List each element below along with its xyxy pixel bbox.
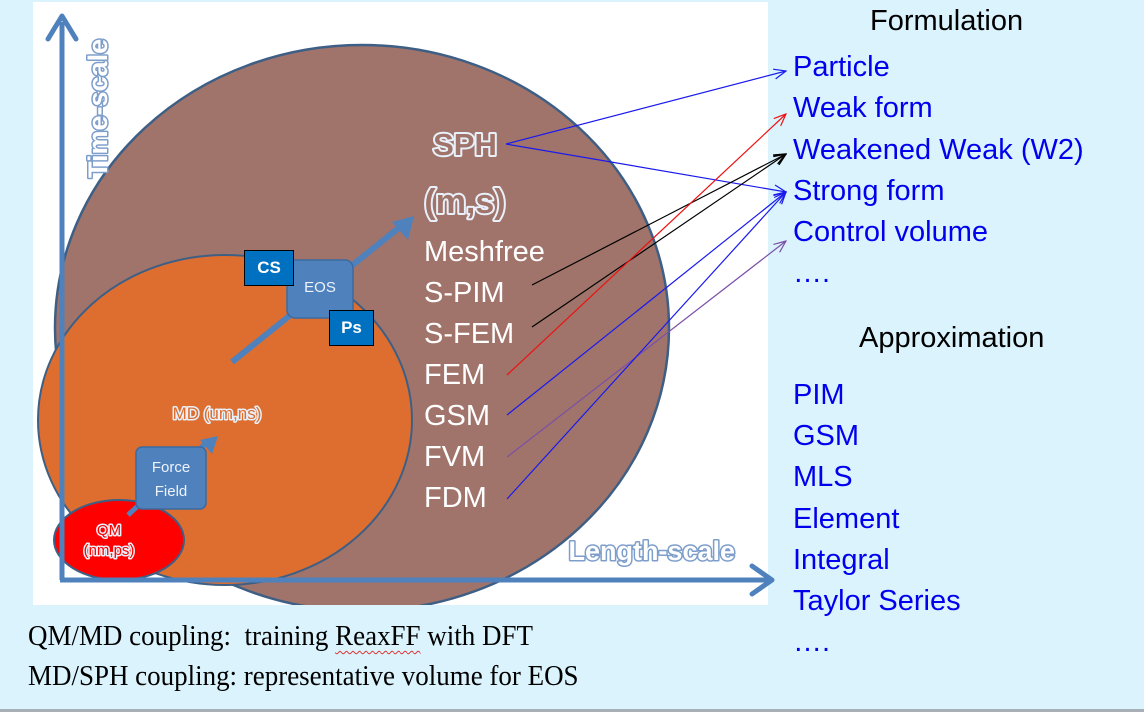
connector-sfem-weakened-weak [531,154,786,328]
cs-tag: CS [244,250,294,286]
formulation-item-strong-form: Strong form [793,174,945,207]
formulation-item-control-volume: Control volume [793,216,989,249]
approximation-item-taylor-series: Taylor Series [793,584,961,617]
connector-arrows [505,71,786,500]
time-axis-arrowhead [45,13,79,42]
method-s-pim: S-PIM [424,277,505,309]
ps-tag: Ps [329,310,374,346]
md-label: MD (um,ns) [173,404,262,423]
caption-reaxff-spellcheck: ReaxFF [335,620,421,652]
force-field-label-1: Force [152,459,190,476]
length-axis-arrowhead [749,563,775,597]
qm-label-2: (nm,ps) [84,542,135,559]
force-field-label-2: Field [155,483,188,500]
approximation-heading: Approximation [859,322,1045,354]
length-scale-axis-label: Length-scale [568,536,735,566]
method-fvm: FVM [424,441,486,473]
formulation-item-weak-form: Weak form [793,92,933,125]
caption-qm-md: QM/MD coupling: training ReaxFF with DFT [28,620,533,653]
approximation-list: PIM GSM MLS Element Integral Taylor Seri… [793,375,961,663]
qm-to-md-arrowhead [200,436,218,454]
sph-title: SPH [433,127,497,162]
formulation-item-particle: Particle [793,51,890,83]
caption-qm-md-prefix: QM/MD coupling: training [28,620,336,652]
approximation-item-gsm: GSM [793,420,860,453]
connector-fem-weak-form [506,114,786,376]
method-meshfree: Meshfree [424,236,545,268]
force-field-box [135,446,207,510]
qm-scale-circle [53,499,185,581]
method-fem: FEM [424,359,486,391]
formulation-item-ellipsis: …. [793,257,831,290]
connector-gsm-strong-form [506,192,786,416]
method-s-fem: S-FEM [424,318,515,350]
approximation-item-mls: MLS [793,461,853,494]
bottom-rule [0,709,1144,712]
approximation-item-ellipsis: …. [793,626,831,659]
approximation-item-pim: PIM [793,379,845,411]
eos-box [286,259,354,319]
sph-subtitle: (m,s) [424,183,505,221]
connector-sph-strong-form [505,143,786,192]
eos-label: EOS [304,279,336,296]
connector-fvm-control-volume [506,241,786,458]
method-fdm: FDM [424,482,487,514]
time-scale-axis-label: Time-scale [83,39,113,178]
formulation-item-weakened-weak: Weakened Weak (W2) [793,133,1084,166]
qm-label-1: QM [97,522,121,539]
method-gsm: GSM [424,400,491,432]
connector-fdm-strong-form [506,192,786,500]
md-to-sph-arrowhead [392,216,414,240]
approximation-item-element: Element [793,502,900,535]
formulation-heading: Formulation [870,5,1024,37]
formulation-list: Particle Weak form Weakened Weak (W2) St… [793,47,1084,295]
connector-sph-particle [505,71,786,145]
caption-qm-md-suffix: with DFT [420,620,533,652]
connector-spim-weakened-weak [531,154,786,286]
approximation-item-integral: Integral [793,543,890,576]
caption-md-sph: MD/SPH coupling: representative volume f… [28,660,579,692]
